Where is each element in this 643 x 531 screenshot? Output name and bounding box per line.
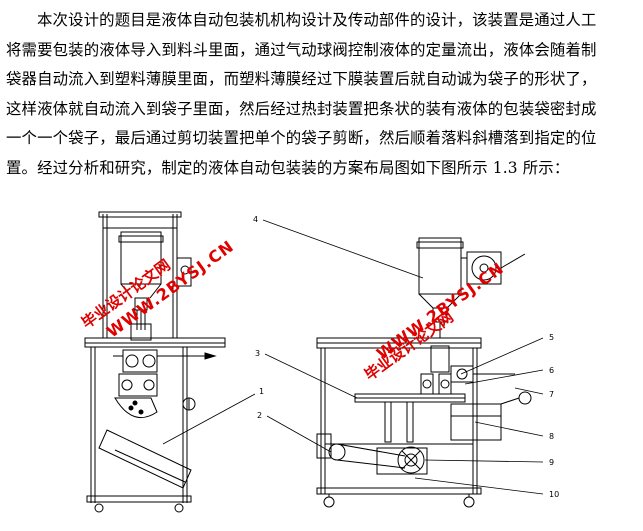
paragraph-line-5: 一个一个袋子，最后通过剪切装置把单个的袋子剪断，然后顺着落料斜槽落到指定的位 <box>6 129 597 148</box>
paragraph-line-2: 将需要包装的液体导入到料斗里面，通过气动球阀控制液体的定量流出，液体会随着制 <box>6 40 597 59</box>
callout-7: 7 <box>549 390 554 399</box>
callout-10: 10 <box>549 490 559 499</box>
body-paragraph: 本次设计的题目是液体自动包装机机构设计及传动部件的设计，该装置是通过人工 将需要… <box>6 6 636 184</box>
machine-layout-figure: 1 4 <box>55 198 635 527</box>
callout-6: 6 <box>549 366 554 375</box>
paragraph-line-3: 袋器自动流入到塑料薄膜里面，而塑料薄膜经过下膜装置后就自动诚为袋子的形状了， <box>6 70 597 89</box>
callout-4: 4 <box>253 215 258 224</box>
paragraph-line-4: 这样液体就自动流入到袋子里面，然后经过热封装置把条状的装有液体的包装袋密封成 <box>6 99 597 118</box>
callout-1: 1 <box>259 387 264 396</box>
engineering-drawing: 1 4 <box>84 211 559 513</box>
callout-2: 2 <box>257 411 262 420</box>
callout-3: 3 <box>255 349 260 358</box>
callout-5: 5 <box>549 333 554 342</box>
left-machine-view: 1 <box>84 211 264 513</box>
callout-8: 8 <box>549 432 554 441</box>
paragraph-line-6: 置。经过分析和研究，制定的液体自动包装装的方案布局图如下图所示 1.3 所示： <box>6 158 570 177</box>
right-machine-view: 4 <box>253 215 559 508</box>
paragraph-line-1: 本次设计的题目是液体自动包装机机构设计及传动部件的设计，该装置是通过人工 <box>37 11 597 29</box>
callout-9: 9 <box>549 458 554 467</box>
